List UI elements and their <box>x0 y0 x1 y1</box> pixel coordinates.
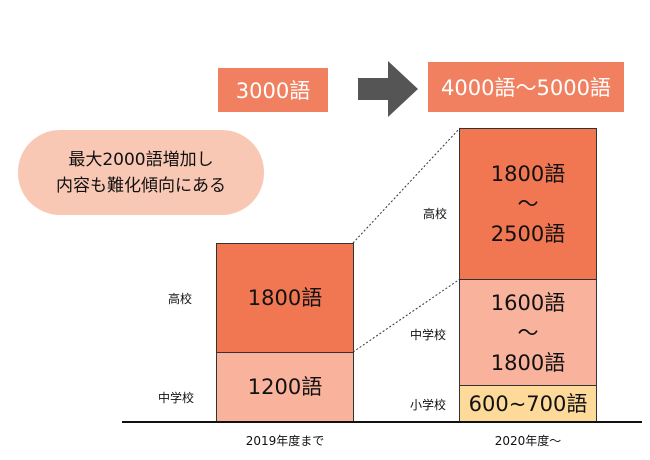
after-middle-school-line-3: 1800語 <box>490 350 566 375</box>
right-arrow-icon <box>358 61 418 117</box>
before-high-school-value: 1800語 <box>247 286 323 310</box>
before-high-school-bar: 1800語 <box>216 243 354 353</box>
after-high-school-line-2: ～ <box>517 192 539 216</box>
before-total-label: 3000語 <box>218 68 328 112</box>
before-high-school-label: 高校 <box>168 292 193 306</box>
after-middle-school-bar: 1600語 ～ 1800語 <box>459 279 597 386</box>
after-total-label: 4000語～5000語 <box>428 62 624 112</box>
after-high-school-line-1: 1800語 <box>490 162 566 186</box>
before-period-label: 2019年度まで <box>245 434 325 448</box>
increase-callout: 最大2000語増加し 内容も難化傾向にある <box>18 130 264 215</box>
after-middle-school-label: 中学校 <box>410 328 447 342</box>
before-middle-school-value: 1200語 <box>247 375 323 399</box>
after-middle-school-line-2: ～ <box>517 320 539 345</box>
connector-top <box>352 127 461 244</box>
after-elementary-school-label: 小学校 <box>410 398 447 412</box>
after-elementary-school-value: 600~700語 <box>468 391 588 416</box>
baseline <box>122 421 642 423</box>
after-high-school-label: 高校 <box>423 207 448 221</box>
callout-line-2: 内容も難化傾向にある <box>56 175 226 196</box>
callout-line-1: 最大2000語増加し <box>68 149 214 170</box>
before-total-text: 3000語 <box>235 79 311 103</box>
before-middle-school-bar: 1200語 <box>216 352 354 422</box>
after-total-text: 4000語～5000語 <box>441 76 611 100</box>
after-middle-school-line-1: 1600語 <box>490 290 566 315</box>
connector-bottom <box>352 278 461 353</box>
after-high-school-line-3: 2500語 <box>490 222 566 246</box>
after-elementary-school-bar: 600~700語 <box>459 385 597 422</box>
after-period-label: 2020年度～ <box>494 434 562 448</box>
after-high-school-bar: 1800語 ～ 2500語 <box>459 128 597 280</box>
before-middle-school-label: 中学校 <box>158 391 195 405</box>
